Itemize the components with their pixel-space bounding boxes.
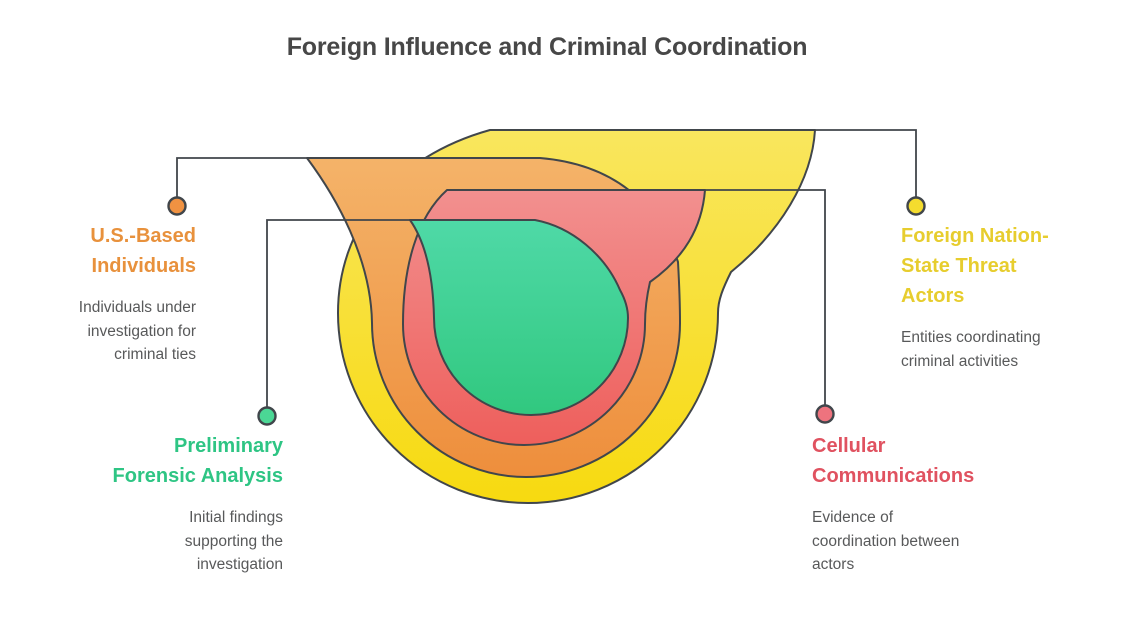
node-heading: U.S.-Based Individuals [90,225,196,277]
node-description: Entities coordinating criminal activitie… [901,329,1041,370]
node-description: Evidence of coordination between actors [812,509,960,573]
connector-cellular-communications [702,189,826,405]
connector-foreign-nation-state [815,129,917,197]
connector-preliminary-forensic [266,219,414,407]
connector-us-based-individuals [176,157,312,197]
node-heading: Foreign Nation- State Threat Actors [901,225,1049,307]
node-cellular-communications: Cellular Communications Evidence of coor… [812,431,1024,577]
node-foreign-nation-state-threat-actors: Foreign Nation- State Threat Actors Enti… [901,221,1106,373]
node-preliminary-forensic-analysis: Preliminary Forensic Analysis Initial fi… [63,431,283,577]
layer-preliminary-forensic-teardrop [409,219,629,416]
cellular-communications-dot-icon [815,404,835,424]
node-us-based-individuals: U.S.-Based Individuals Individuals under… [16,221,196,367]
us-based-individuals-dot-icon [167,196,187,216]
node-description: Individuals under investigation for crim… [78,299,196,363]
foreign-nation-state-dot-icon [906,196,926,216]
node-heading: Cellular Communications [812,435,975,487]
preliminary-forensic-dot-icon [257,406,277,426]
page-title: Foreign Influence and Criminal Coordinat… [286,33,808,61]
node-heading: Preliminary Forensic Analysis [112,435,283,487]
node-description: Initial findings supporting the investig… [184,509,283,573]
